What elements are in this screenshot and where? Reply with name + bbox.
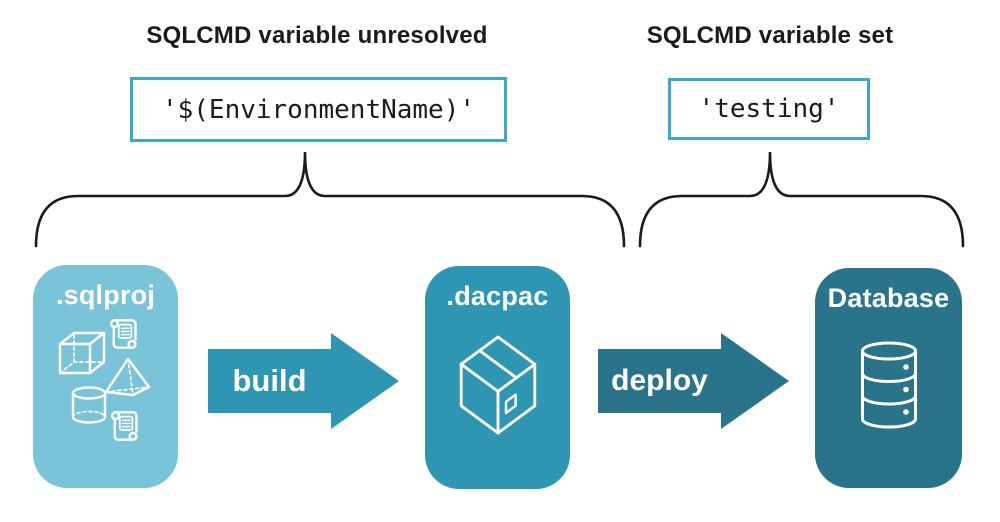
stage-database-label: Database (827, 283, 950, 313)
stage-dacpac-label: .dacpac (446, 281, 549, 311)
sql-objects-icon (58, 319, 151, 441)
deploy-arrow-label: deploy (611, 364, 708, 397)
stage-sqlproj-label: .sqlproj (55, 280, 156, 310)
deploy-arrow: deploy (598, 332, 790, 432)
stage-dacpac-box: .dacpac (425, 266, 570, 489)
code-box-set: 'testing' (668, 78, 870, 140)
caption-unresolved-heading: SQLCMD variable unresolved (146, 22, 488, 49)
build-arrow-shape (208, 333, 399, 429)
stage-sqlproj-box: .sqlproj (33, 265, 178, 488)
code-value-unresolved: '$(EnvironmentName)' (161, 94, 476, 125)
brace-build-phase (34, 151, 626, 248)
database-icon (861, 341, 917, 429)
code-box-unresolved: '$(EnvironmentName)' (130, 77, 507, 142)
caption-set-heading: SQLCMD variable set (646, 22, 894, 49)
deploy-arrow-shape (598, 333, 789, 429)
code-value-set: 'testing' (698, 94, 840, 124)
build-arrow-label: build (232, 363, 307, 398)
stage-database-box: Database (815, 268, 962, 488)
brace-deploy-phase (638, 151, 965, 248)
package-icon (459, 335, 537, 435)
build-arrow: build (208, 332, 400, 432)
